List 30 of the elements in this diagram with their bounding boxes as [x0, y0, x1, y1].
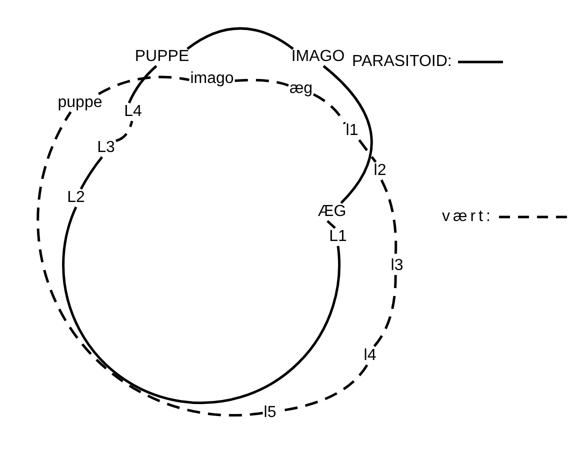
dashed-cycle-line: [36, 111, 263, 416]
stage-label: L1: [328, 228, 348, 246]
stage-label: L4: [123, 103, 143, 121]
dashed-cycle-line: [116, 120, 134, 142]
dashed-cycle-line: [234, 78, 289, 87]
stage-label: imago: [189, 70, 235, 88]
cycle-line: [128, 65, 158, 104]
cycle-line: [80, 156, 104, 190]
stage-label: ÆG: [316, 203, 348, 221]
dashed-cycle-line: [98, 76, 190, 96]
stage-label: PUPPE: [134, 48, 190, 66]
stage-label: puppe: [56, 94, 104, 112]
cycle-line: [186, 27, 294, 50]
cycle-line: [62, 206, 340, 404]
dashed-cycle-line: [372, 274, 397, 348]
dashed-cycle-line: [358, 139, 377, 163]
stage-label: l1: [344, 122, 360, 140]
stage-label: IMAGO: [290, 48, 346, 66]
dashed-cycle-line: [312, 93, 346, 124]
legend-label: PARASITOID:: [352, 53, 452, 71]
stage-label: l2: [372, 162, 388, 180]
stage-label: æg: [288, 80, 314, 98]
cycle-line: [326, 220, 336, 229]
stage-label: l5: [262, 404, 278, 422]
stage-label: l4: [362, 347, 378, 365]
stage-label: l3: [390, 257, 404, 275]
cycle-line: [322, 65, 373, 204]
legend-label: vært:: [442, 208, 494, 226]
stage-label: L3: [96, 139, 116, 157]
stage-label: L2: [66, 189, 86, 207]
